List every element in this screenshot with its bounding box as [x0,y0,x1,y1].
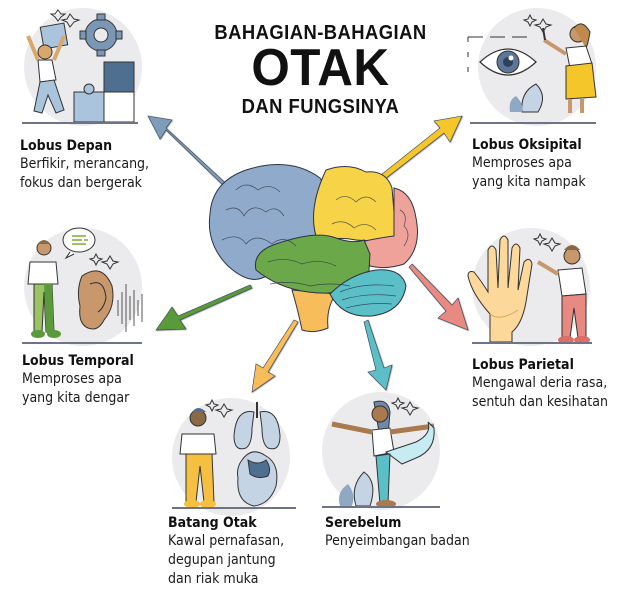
label-parietal-lobe: Lobus Parietal Mengawal deria rasa, sent… [472,356,623,412]
label-brainstem: Batang Otak Kawal pernafasan, degupan ja… [168,514,297,589]
part-desc-line: Mengawal deria rasa, [472,375,608,391]
part-desc-line: yang kita dengar [22,390,130,406]
cerebellum-lobe [329,269,407,317]
part-desc-line: dan riak muka [168,571,259,587]
frontal-lobe [208,164,335,280]
part-name: Lobus Parietal [472,357,574,373]
eye-icon [467,13,597,113]
label-cerebellum: Serebelum Penyeimbangan badan [325,514,486,551]
part-desc-line: Penyeimbangan badan [325,533,470,549]
part-desc-line: sentuh dan kesihatan [472,394,608,410]
hand-icon [467,232,590,344]
part-desc-line: yang kita nampak [472,174,586,190]
part-desc-line: fokus dan bergerak [20,175,142,191]
part-desc-line: degupan jantung [168,552,276,568]
title-line-1: BAHAGIAN-BAHAGIAN [214,22,427,44]
part-desc-line: Berfikir, merancang, [20,156,150,172]
temporal-lobe [254,234,371,294]
part-name: Batang Otak [168,515,257,531]
lungs-heart-icon [179,398,281,508]
part-name: Serebelum [325,515,402,531]
part-desc-line: Memproses apa [472,155,572,171]
arrow-brainstem [251,319,299,393]
parietal-lobe [359,187,418,269]
arrow-occipital [371,115,463,187]
title-main: OTAK [251,39,390,97]
part-desc-line: Memproses apa [22,371,122,387]
part-name: Lobus Oksipital [472,137,582,153]
label-temporal-lobe: Lobus Temporal Memproses apa yang kita d… [22,352,146,408]
yoga-pose-icon [331,396,435,508]
part-name: Lobus Depan [20,138,113,154]
label-frontal-lobe: Lobus Depan Berfikir, merancang, fokus d… [20,137,163,193]
part-desc-line: Kawal pernafasan, [168,533,285,549]
puzzle-gear-icon [26,9,135,123]
label-occipital-lobe: Lobus Oksipital Memproses apa yang kita … [472,136,598,192]
part-name: Lobus Temporal [22,353,134,369]
occipital-lobe [313,166,397,243]
brainstem-lobe [291,289,337,333]
ear-icon [27,227,143,338]
arrow-temporal [155,284,253,331]
title-line-3: DAN FUNGSINYA [241,96,400,118]
